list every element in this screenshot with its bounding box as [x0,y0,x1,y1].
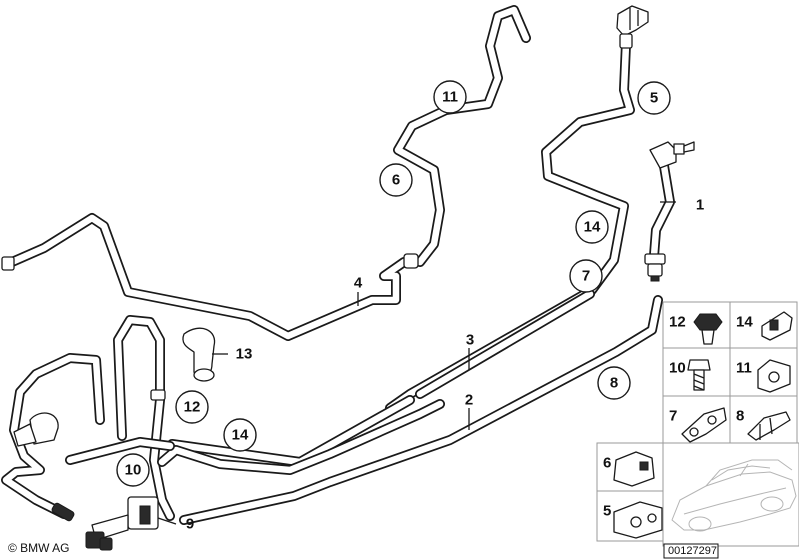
callout-c8: 8 [597,366,631,400]
part-illustration [613,501,663,539]
pipe-6-11 [393,5,531,267]
callout-c14b: 14 [223,418,257,452]
callout-label: 11 [442,89,458,106]
callout-c11: 11 [433,80,467,114]
callout-label: 10 [125,462,142,479]
parts-legend-grid: 12 14 10 11 7 8 6 5 [596,301,798,542]
parts-tile-11: 11 [729,347,798,397]
callout-label: 7 [582,268,590,285]
callout-c12: 12 [175,390,209,424]
part-label-p13: 13 [236,346,253,363]
pipe-14-12 [113,315,175,521]
tile-label: 14 [736,314,753,331]
parts-tile-10: 10 [662,347,731,397]
leader-lines [157,201,676,525]
callout-label: 14 [232,427,249,444]
callout-label: 6 [392,172,400,189]
copyright-text: © BMW AG [8,541,70,555]
part-label-p2: 2 [465,392,473,409]
callout-c14a: 14 [575,210,609,244]
part-illustration [693,313,723,345]
vehicle-thumbnail [662,442,799,547]
callout-c7: 7 [569,259,603,293]
tile-label: 5 [603,503,611,520]
part-label-p1: 1 [696,197,704,214]
parts-tile-14: 14 [729,301,798,349]
callout-c10: 10 [116,453,150,487]
callout-c5: 5 [637,81,671,115]
tile-label: 6 [603,455,611,472]
tile-label: 12 [669,314,686,331]
pipe-1 [649,161,675,261]
callout-label: 12 [184,399,201,416]
pipe-lower [157,399,445,475]
part-illustration [681,407,727,443]
parts-tile-6: 6 [596,442,664,492]
callout-label: 8 [610,375,618,392]
pipe-end-fittings [1,253,419,522]
parts-tile-12: 12 [662,301,731,349]
pipes-group [1,5,675,525]
callout-label: 5 [650,90,658,107]
reference-box [663,543,719,559]
parts-tile-8: 8 [729,395,798,445]
reference-number: 00127297 [668,545,717,557]
connector-top-right [616,5,649,49]
tile-label: 8 [736,408,744,425]
callout-c6: 6 [379,163,413,197]
valve-part-9 [85,496,159,551]
part-illustration [761,311,793,341]
pipe-4 [7,213,409,341]
tile-label: 11 [736,360,752,377]
part-label-p9: 9 [186,516,194,533]
callout-label: 14 [584,219,601,236]
hose-part-13 [182,327,216,382]
pressure-sensor-part-1 [644,141,695,282]
circled-callouts: 11 6 5 14 7 8 12 14 10 [116,80,671,487]
pipe-bottom-left [65,437,175,465]
left-connector [13,412,59,447]
pipe-2-8 [179,295,663,525]
pipe-3 [415,289,595,399]
tile-label: 7 [669,408,677,425]
part-label-p4: 4 [354,275,363,292]
tile-label: 10 [669,360,686,377]
part-illustration [747,411,791,441]
parts-tile-5: 5 [596,490,664,542]
parts-tile-7: 7 [662,395,731,445]
part-illustration [757,359,791,393]
part-illustration [613,451,655,487]
part-label-p3: 3 [466,332,474,349]
part-illustration [687,359,711,391]
